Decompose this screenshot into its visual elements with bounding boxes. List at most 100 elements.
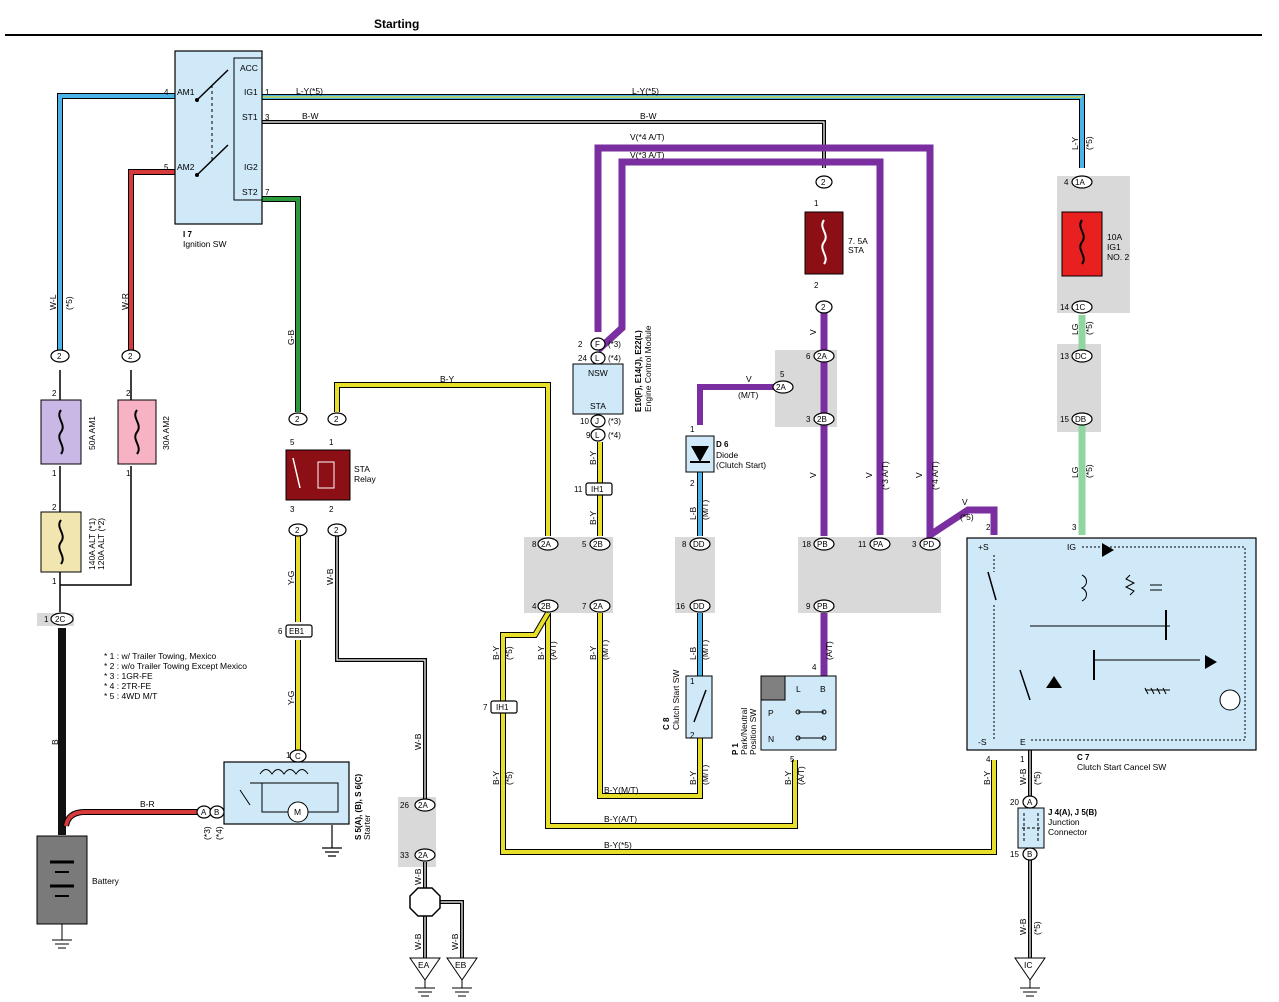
- wire-v3at: [595, 158, 884, 535]
- svg-text:* 1 : w/ Trailer Towing, Mexi: * 1 : w/ Trailer Towing, Mexico: [104, 651, 217, 661]
- svg-text:2: 2: [57, 352, 62, 361]
- svg-text:2: 2: [334, 415, 339, 424]
- svg-text:(*4): (*4): [214, 826, 224, 840]
- svg-text:D 6: D 6: [716, 440, 729, 449]
- svg-text:2: 2: [128, 352, 133, 361]
- svg-text:DD: DD: [693, 540, 705, 549]
- svg-text:(M/T): (M/T): [700, 500, 710, 520]
- wire-by: [334, 382, 997, 855]
- svg-text:STA: STA: [848, 245, 864, 255]
- svg-text:(M/T): (M/T): [700, 765, 710, 785]
- svg-text:7: 7: [582, 602, 587, 611]
- svg-text:Battery: Battery: [92, 876, 120, 886]
- svg-text:STA: STA: [590, 401, 606, 411]
- page-title: Starting: [374, 17, 419, 31]
- svg-text:* 3 : 1GR-FE: * 3 : 1GR-FE: [104, 671, 153, 681]
- svg-text:3: 3: [912, 540, 917, 549]
- svg-text:+S: +S: [978, 542, 989, 552]
- svg-text:(M/T): (M/T): [738, 390, 758, 400]
- battery: Battery: [36, 835, 120, 949]
- svg-text:E10(F), E14(J), E22(L): E10(F), E14(J), E22(L): [634, 330, 643, 412]
- svg-text:I 7: I 7: [183, 230, 192, 239]
- svg-text:1C: 1C: [1075, 303, 1085, 312]
- svg-text:5: 5: [290, 438, 295, 447]
- svg-text:7: 7: [265, 188, 270, 197]
- notes: * 1 : w/ Trailer Towing, Mexico * 2 : w/…: [104, 651, 247, 701]
- svg-text:1: 1: [690, 677, 695, 686]
- svg-text:V: V: [864, 472, 874, 478]
- svg-text:B-Y: B-Y: [440, 374, 455, 384]
- svg-text:2A: 2A: [593, 602, 603, 611]
- svg-text:(A/T): (A/T): [796, 766, 806, 785]
- svg-text:3: 3: [265, 113, 270, 122]
- svg-text:2: 2: [334, 526, 339, 535]
- svg-text:B-Y: B-Y: [491, 646, 501, 661]
- svg-text:PB: PB: [817, 602, 828, 611]
- svg-text:* 2 : w/o Trailer Towing Excep: * 2 : w/o Trailer Towing Except Mexico: [104, 661, 247, 671]
- starter: M S 5(A), (B), S 6(C) Starter: [223, 761, 372, 840]
- svg-text:Ignition SW: Ignition SW: [183, 239, 226, 249]
- svg-text:10: 10: [580, 417, 589, 426]
- svg-text:(*5): (*5): [64, 296, 74, 310]
- svg-text:7: 7: [483, 703, 488, 712]
- svg-text:1: 1: [265, 88, 270, 97]
- svg-text:2B: 2B: [817, 415, 827, 424]
- svg-text:(*3 A/T): (*3 A/T): [880, 461, 890, 490]
- svg-text:2A: 2A: [817, 352, 827, 361]
- svg-text:2: 2: [821, 178, 826, 187]
- svg-text:LG: LG: [1070, 324, 1080, 335]
- svg-text:IH1: IH1: [591, 485, 604, 494]
- svg-text:V(*3 A/T): V(*3 A/T): [630, 150, 665, 160]
- svg-text:ACC: ACC: [240, 63, 258, 73]
- svg-text:W-B: W-B: [450, 933, 460, 950]
- svg-text:J: J: [595, 417, 599, 426]
- svg-text:1: 1: [286, 751, 291, 760]
- svg-text:EB1: EB1: [289, 627, 305, 636]
- fuse-sta: 7. 5A STA: [804, 211, 868, 275]
- svg-text:2: 2: [986, 523, 991, 532]
- svg-text:(A/T): (A/T): [824, 641, 834, 660]
- svg-text:L: L: [796, 684, 801, 694]
- svg-text:PB: PB: [817, 540, 828, 549]
- svg-text:B-W: B-W: [302, 111, 319, 121]
- svg-text:16: 16: [676, 602, 685, 611]
- svg-text:2: 2: [126, 389, 131, 398]
- wire-wr: [60, 169, 175, 586]
- svg-text:1: 1: [44, 615, 49, 624]
- svg-text:B: B: [214, 808, 219, 817]
- svg-text:1: 1: [52, 469, 57, 478]
- svg-text:(*3): (*3): [608, 417, 621, 426]
- svg-text:15: 15: [1060, 415, 1069, 424]
- svg-text:B-Y(M/T): B-Y(M/T): [604, 785, 639, 795]
- svg-text:L-B: L-B: [688, 646, 698, 660]
- svg-text:(M/T): (M/T): [600, 640, 610, 660]
- svg-text:11: 11: [574, 485, 583, 494]
- svg-text:W-L: W-L: [48, 294, 58, 310]
- svg-text:W-B: W-B: [413, 933, 423, 950]
- svg-text:* 5 : 4WD M/T: * 5 : 4WD M/T: [104, 691, 157, 701]
- svg-text:6: 6: [278, 627, 283, 636]
- svg-text:2A: 2A: [418, 801, 428, 810]
- svg-text:4: 4: [532, 602, 537, 611]
- wire-bw: [262, 120, 826, 168]
- svg-text:(*5): (*5): [504, 646, 514, 660]
- svg-text:L-Y(*5): L-Y(*5): [296, 86, 323, 96]
- svg-text:Clutch Start SW: Clutch Start SW: [671, 670, 681, 730]
- svg-text:140A ALT (*1): 140A ALT (*1): [87, 518, 97, 570]
- junction-connector: J 4(A), J 5(B) Junction Connector: [1017, 807, 1097, 849]
- svg-text:1: 1: [814, 199, 819, 208]
- svg-text:DD: DD: [693, 602, 705, 611]
- svg-text:1: 1: [1020, 755, 1025, 764]
- svg-text:5: 5: [790, 755, 795, 764]
- clutch-start-cancel-switch: +S -S IG E C 7 Clutch Start Cancel SW: [966, 537, 1257, 772]
- diode-clutch-start: D 6 Diode (Clutch Start): [685, 435, 766, 473]
- svg-text:4: 4: [164, 88, 169, 97]
- svg-text:B-Y: B-Y: [588, 451, 598, 466]
- svg-text:26: 26: [400, 801, 409, 810]
- svg-text:NSW: NSW: [588, 368, 608, 378]
- svg-text:120A ALT (*2): 120A ALT (*2): [96, 518, 106, 570]
- svg-text:2: 2: [690, 479, 695, 488]
- wire-wb: [335, 535, 1032, 958]
- svg-text:2: 2: [52, 503, 57, 512]
- svg-text:2: 2: [690, 731, 695, 740]
